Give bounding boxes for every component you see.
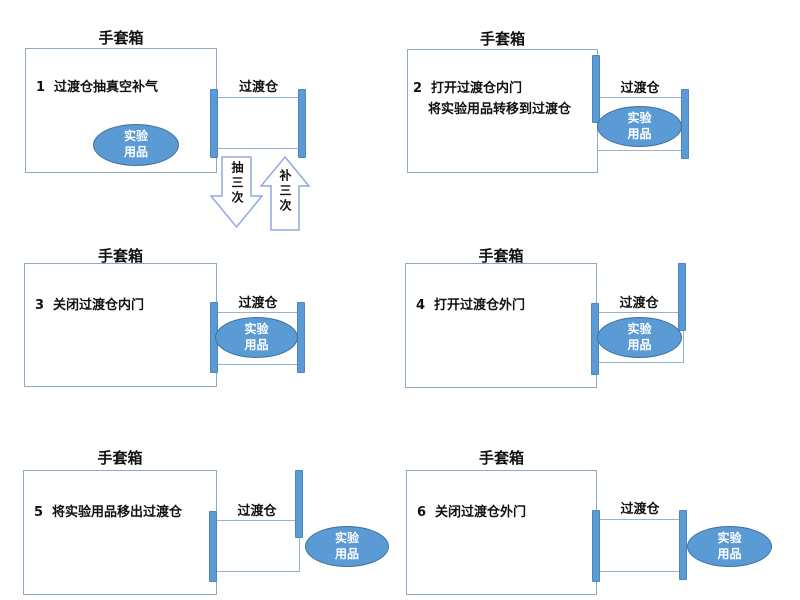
step-caption: 关闭过渡仓外门 <box>435 505 527 520</box>
glovebox-box <box>407 49 598 173</box>
step-caption: 打开过渡仓内门 <box>431 81 523 96</box>
sample-label-line2: 用品 <box>244 337 269 352</box>
glovebox-box <box>405 263 597 388</box>
refill-up-arrow-icon <box>259 155 311 231</box>
chamber-label: 过渡仓 <box>620 502 660 517</box>
sample-ellipse: 实验 用品 <box>597 106 682 147</box>
step-number: 1 <box>36 80 46 95</box>
sample-label-line1: 实验 <box>717 530 742 545</box>
step-number: 3 <box>35 298 45 313</box>
chamber-label: 过渡仓 <box>238 80 278 95</box>
chamber-top-line <box>598 97 682 98</box>
outer-door-closed <box>681 89 689 159</box>
sample-ellipse: 实验 用品 <box>215 317 298 358</box>
step-caption: 关闭过渡仓内门 <box>53 298 145 313</box>
chamber-right-line <box>299 520 300 572</box>
glovebox-box <box>406 470 597 595</box>
pump-arrow-label: 抽三次 <box>230 161 244 206</box>
sample-label-line2: 用品 <box>627 126 652 141</box>
chamber-bottom-line <box>217 571 299 572</box>
step-text: 6 关闭过渡仓外门 <box>417 501 526 520</box>
sample-label-line1: 实验 <box>123 129 148 144</box>
sample-label-line2: 用品 <box>123 145 148 159</box>
sample-label-line2: 用品 <box>717 546 742 561</box>
chamber-bottom-line <box>600 571 680 572</box>
step-caption: 过渡仓抽真空补气 <box>54 80 159 95</box>
step-text: 3 关闭过渡仓内门 <box>35 294 144 313</box>
step-text: 4 打开过渡仓外门 <box>416 294 525 313</box>
inner-door-open-raised <box>592 55 600 123</box>
sample-ellipse: 实验 用品 <box>597 317 682 358</box>
chamber-bottom-line <box>598 150 682 151</box>
outer-door-open-raised <box>678 263 686 331</box>
chamber-top-line <box>218 97 299 98</box>
sample-label-line1: 实验 <box>244 321 269 336</box>
chamber-bottom-line <box>218 148 299 149</box>
sample-ellipse: 实验 用品 <box>305 526 389 567</box>
chamber-top-line <box>598 312 683 313</box>
sample-ellipse: 实验 用品 <box>93 124 179 166</box>
outer-door-open-raised <box>295 470 303 538</box>
chamber-right-line <box>683 312 684 363</box>
glovebox-box <box>24 263 217 387</box>
glovebox-title: 手套箱 <box>479 30 525 48</box>
chamber-label: 过渡仓 <box>237 504 277 519</box>
chamber-top-line <box>218 312 298 313</box>
glovebox-title: 手套箱 <box>478 449 524 467</box>
step-number: 6 <box>417 505 427 520</box>
chamber-label: 过渡仓 <box>238 296 278 311</box>
step-text: 5 将实验用品移出过渡仓 <box>34 501 182 520</box>
outer-door-closed <box>297 302 305 373</box>
glovebox-box <box>23 470 217 595</box>
inner-door-closed <box>210 89 218 158</box>
pump-refill-arrows <box>209 155 311 231</box>
glovebox-title: 手套箱 <box>97 247 143 265</box>
step-number: 5 <box>34 505 44 520</box>
step-text: 2 打开过渡仓内门 <box>413 77 522 96</box>
sample-label-line2: 用品 <box>334 546 359 561</box>
sample-label-line1: 实验 <box>627 321 652 336</box>
refill-arrow-label: 补三次 <box>278 169 292 214</box>
step-caption: 将实验用品移出过渡仓 <box>52 505 183 520</box>
chamber-label: 过渡仓 <box>619 296 659 311</box>
outer-door-closed <box>679 510 687 580</box>
chamber-bottom-line <box>218 364 298 365</box>
glovebox-title: 手套箱 <box>98 29 144 47</box>
inner-door-closed <box>209 511 217 582</box>
chamber-top-line <box>600 519 680 520</box>
sample-ellipse: 实验 用品 <box>687 526 772 567</box>
step-number: 4 <box>416 298 426 313</box>
sample-label-line1: 实验 <box>334 530 359 545</box>
step-text-line2: 将实验用品转移到过渡仓 <box>428 102 572 117</box>
pump-down-arrow-icon <box>209 156 264 229</box>
chamber-bottom-line <box>598 362 683 363</box>
glovebox-title: 手套箱 <box>97 449 143 467</box>
glovebox-title: 手套箱 <box>478 247 524 265</box>
chamber-label: 过渡仓 <box>620 81 660 96</box>
sample-label-line1: 实验 <box>627 110 652 125</box>
sample-label-line2: 用品 <box>627 337 652 352</box>
step-caption: 打开过渡仓外门 <box>434 298 526 313</box>
inner-door-closed <box>592 510 600 582</box>
step-number: 2 <box>413 81 423 96</box>
outer-door-closed <box>298 89 306 158</box>
step-text: 1 过渡仓抽真空补气 <box>36 76 158 95</box>
chamber-top-line <box>217 520 299 521</box>
